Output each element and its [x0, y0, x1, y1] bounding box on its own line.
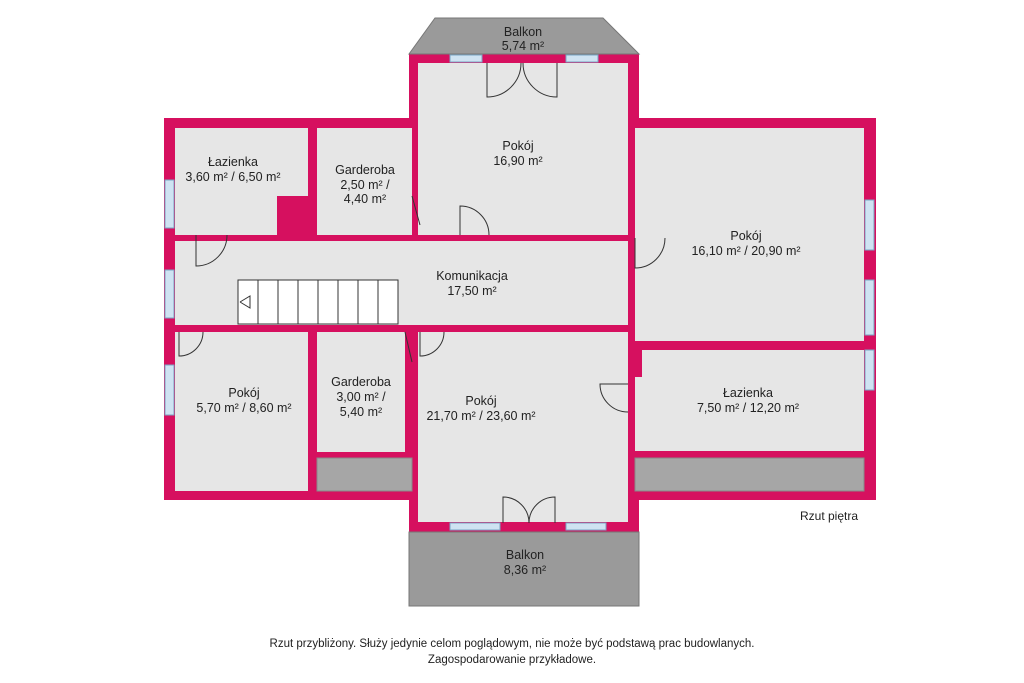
pokoj-top-area: 16,90 m²: [493, 154, 542, 168]
room-garderoba-bot: [317, 332, 405, 452]
plan-caption: Rzut piętra: [800, 509, 859, 523]
room-pokoj-left: [175, 332, 308, 491]
balkon-top-area: 5,74 m²: [502, 39, 544, 53]
room-garderoba-top: [317, 128, 412, 235]
room-pokoj-top: [418, 63, 628, 235]
pokoj-top-name: Pokój: [502, 139, 533, 153]
room-labels: Balkon 5,74 m² Pokój 16,90 m² Łazienka 3…: [185, 25, 800, 577]
komunikacja-area: 17,50 m²: [447, 284, 496, 298]
garderoba-bot-name: Garderoba: [331, 375, 391, 389]
lazienka-right-name: Łazienka: [723, 386, 773, 400]
lazienka-left-area: 3,60 m² / 6,50 m²: [185, 170, 280, 184]
storage-strip-left: [316, 457, 413, 492]
pokoj-left-area: 5,70 m² / 8,60 m²: [196, 401, 291, 415]
garderoba-bot-area2: 5,40 m²: [340, 405, 382, 419]
pokoj-right-name: Pokój: [730, 229, 761, 243]
staircase: [237, 279, 399, 325]
room-pokoj-center: [418, 332, 628, 522]
pokoj-center-name: Pokój: [465, 394, 496, 408]
lazienka-left-name: Łazienka: [208, 155, 258, 169]
balkon-bottom-area: 8,36 m²: [504, 563, 546, 577]
lazienka-right-area: 7,50 m² / 12,20 m²: [697, 401, 799, 415]
garderoba-top-area1: 2,50 m² /: [340, 178, 390, 192]
balkon-top-name: Balkon: [504, 25, 542, 39]
pokoj-left-name: Pokój: [228, 386, 259, 400]
pokoj-center-area: 21,70 m² / 23,60 m²: [426, 409, 535, 423]
balcony-bottom: [408, 531, 640, 607]
disclaimer-line-2: Zagospodarowanie przykładowe.: [427, 654, 597, 666]
balkon-bottom-name: Balkon: [506, 548, 544, 562]
garderoba-bot-area1: 3,00 m² /: [336, 390, 386, 404]
garderoba-top-area2: 4,40 m²: [344, 192, 386, 206]
garderoba-top-name: Garderoba: [335, 163, 395, 177]
komunikacja-name: Komunikacja: [436, 269, 508, 283]
balcony-top: [408, 17, 641, 55]
room-lazienka-right: [635, 350, 864, 451]
shaft: [277, 196, 308, 235]
room-pokoj-right: [635, 128, 864, 341]
windows: [164, 54, 875, 531]
floor-plan: Balkon 5,74 m² Pokój 16,90 m² Łazienka 3…: [164, 17, 876, 607]
storage-strip-right: [634, 457, 865, 492]
disclaimer-line-1: Rzut przybliżony. Służy jedynie celom po…: [269, 638, 755, 650]
pokoj-right-area: 16,10 m² / 20,90 m²: [691, 244, 800, 258]
doors: [178, 62, 666, 524]
disclaimer: Rzut przybliżony. Służy jedynie celom po…: [0, 636, 1024, 668]
wall-stub: [628, 341, 642, 377]
